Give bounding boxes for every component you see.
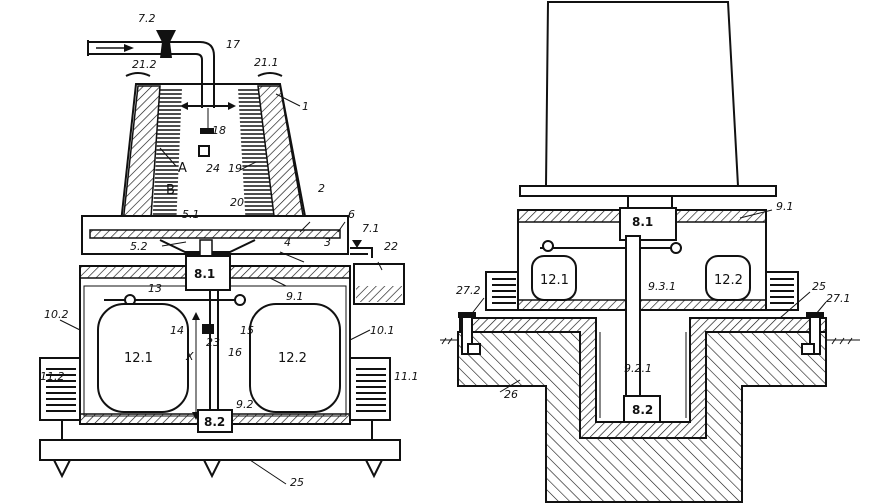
label-12-2: 12.2	[278, 351, 307, 366]
label-4: 4	[284, 236, 291, 249]
right-figure: 8.1 9.1 12.1 12.2 9.3.1 27.2 25 27.1 9.2…	[440, 0, 860, 503]
label-23: 23	[206, 336, 220, 349]
label-8-1: 8.1	[194, 267, 215, 281]
label-25: 25	[290, 476, 304, 489]
label-6: 6	[348, 208, 355, 221]
label-7-1: 7.1	[362, 222, 380, 235]
label-8-2: 8.2	[204, 415, 225, 429]
label-right-27-2: 27.2	[456, 284, 481, 297]
spring-11-2-icon	[39, 357, 81, 421]
label-right-12-2: 12.2	[714, 273, 743, 288]
tray	[81, 215, 349, 263]
spring-right-right-figure-icon	[765, 271, 799, 311]
hopper	[519, 0, 777, 211]
spring-left-right-figure-icon	[485, 271, 519, 311]
label-b: B	[166, 183, 175, 198]
label-5-2: 5.2	[130, 240, 148, 253]
left-figure: 7.2 17 21.2 21.1 1 18 A 24 19 B 2 20 5.1…	[39, 12, 419, 489]
label-10-2: 10.2	[44, 308, 69, 321]
bolt-27-1-icon	[801, 312, 824, 355]
label-9-2: 9.2	[236, 398, 254, 411]
label-11-2: 11.2	[40, 370, 65, 383]
label-14: 14	[170, 324, 184, 337]
label-20: 20	[230, 196, 244, 209]
spring-11-1-icon	[349, 357, 391, 421]
label-21-1: 21.1	[254, 56, 279, 69]
label-7-2: 7.2	[138, 12, 156, 25]
bolt-27-2-icon	[458, 312, 481, 355]
label-3: 3	[324, 236, 331, 249]
label-21-2: 21.2	[132, 58, 157, 71]
label-right-25: 25	[812, 280, 826, 293]
label-right-12-1: 12.1	[540, 273, 569, 288]
label-11-1: 11.1	[394, 370, 419, 383]
label-9-1: 9.1	[286, 290, 304, 303]
label-12-1: 12.1	[124, 351, 153, 366]
label-15: 15	[240, 324, 254, 337]
leader-lines-left	[59, 93, 383, 485]
label-16: 16	[228, 346, 242, 359]
label-10-1: 10.1	[370, 324, 395, 337]
label-2: 2	[318, 182, 325, 195]
main-housing	[79, 255, 351, 433]
label-right-9-3-1: 9.3.1	[648, 280, 676, 293]
label-a: A	[178, 161, 187, 176]
shaft	[623, 235, 661, 423]
label-right-8-1: 8.1	[632, 215, 653, 229]
base-frame	[39, 420, 401, 479]
label-1: 1	[302, 100, 309, 113]
label-17: 17	[226, 38, 240, 51]
label-19: 19	[228, 162, 242, 175]
label-x: X	[185, 350, 194, 363]
label-right-8-2: 8.2	[632, 403, 653, 417]
label-13: 13	[148, 282, 162, 295]
spray-nozzle	[180, 102, 236, 157]
label-right-9-1: 9.1	[776, 200, 794, 213]
label-right-26: 26	[504, 388, 518, 401]
foundation	[457, 331, 827, 503]
inlet-pipe	[87, 40, 215, 108]
tap-7-1-icon	[350, 240, 373, 258]
container-22	[353, 263, 405, 305]
label-right-27-1: 27.1	[826, 292, 851, 305]
label-24: 24	[206, 162, 220, 175]
label-18: 18	[212, 124, 226, 137]
label-22: 22	[384, 240, 398, 253]
label-5-1: 5.1	[182, 208, 200, 221]
upper-housing	[517, 207, 767, 311]
label-right-9-2-1: 9.2.1	[624, 362, 652, 375]
leader-lines-right	[469, 209, 827, 393]
valve-7-2-icon	[156, 30, 176, 58]
ground-marks	[440, 337, 860, 345]
